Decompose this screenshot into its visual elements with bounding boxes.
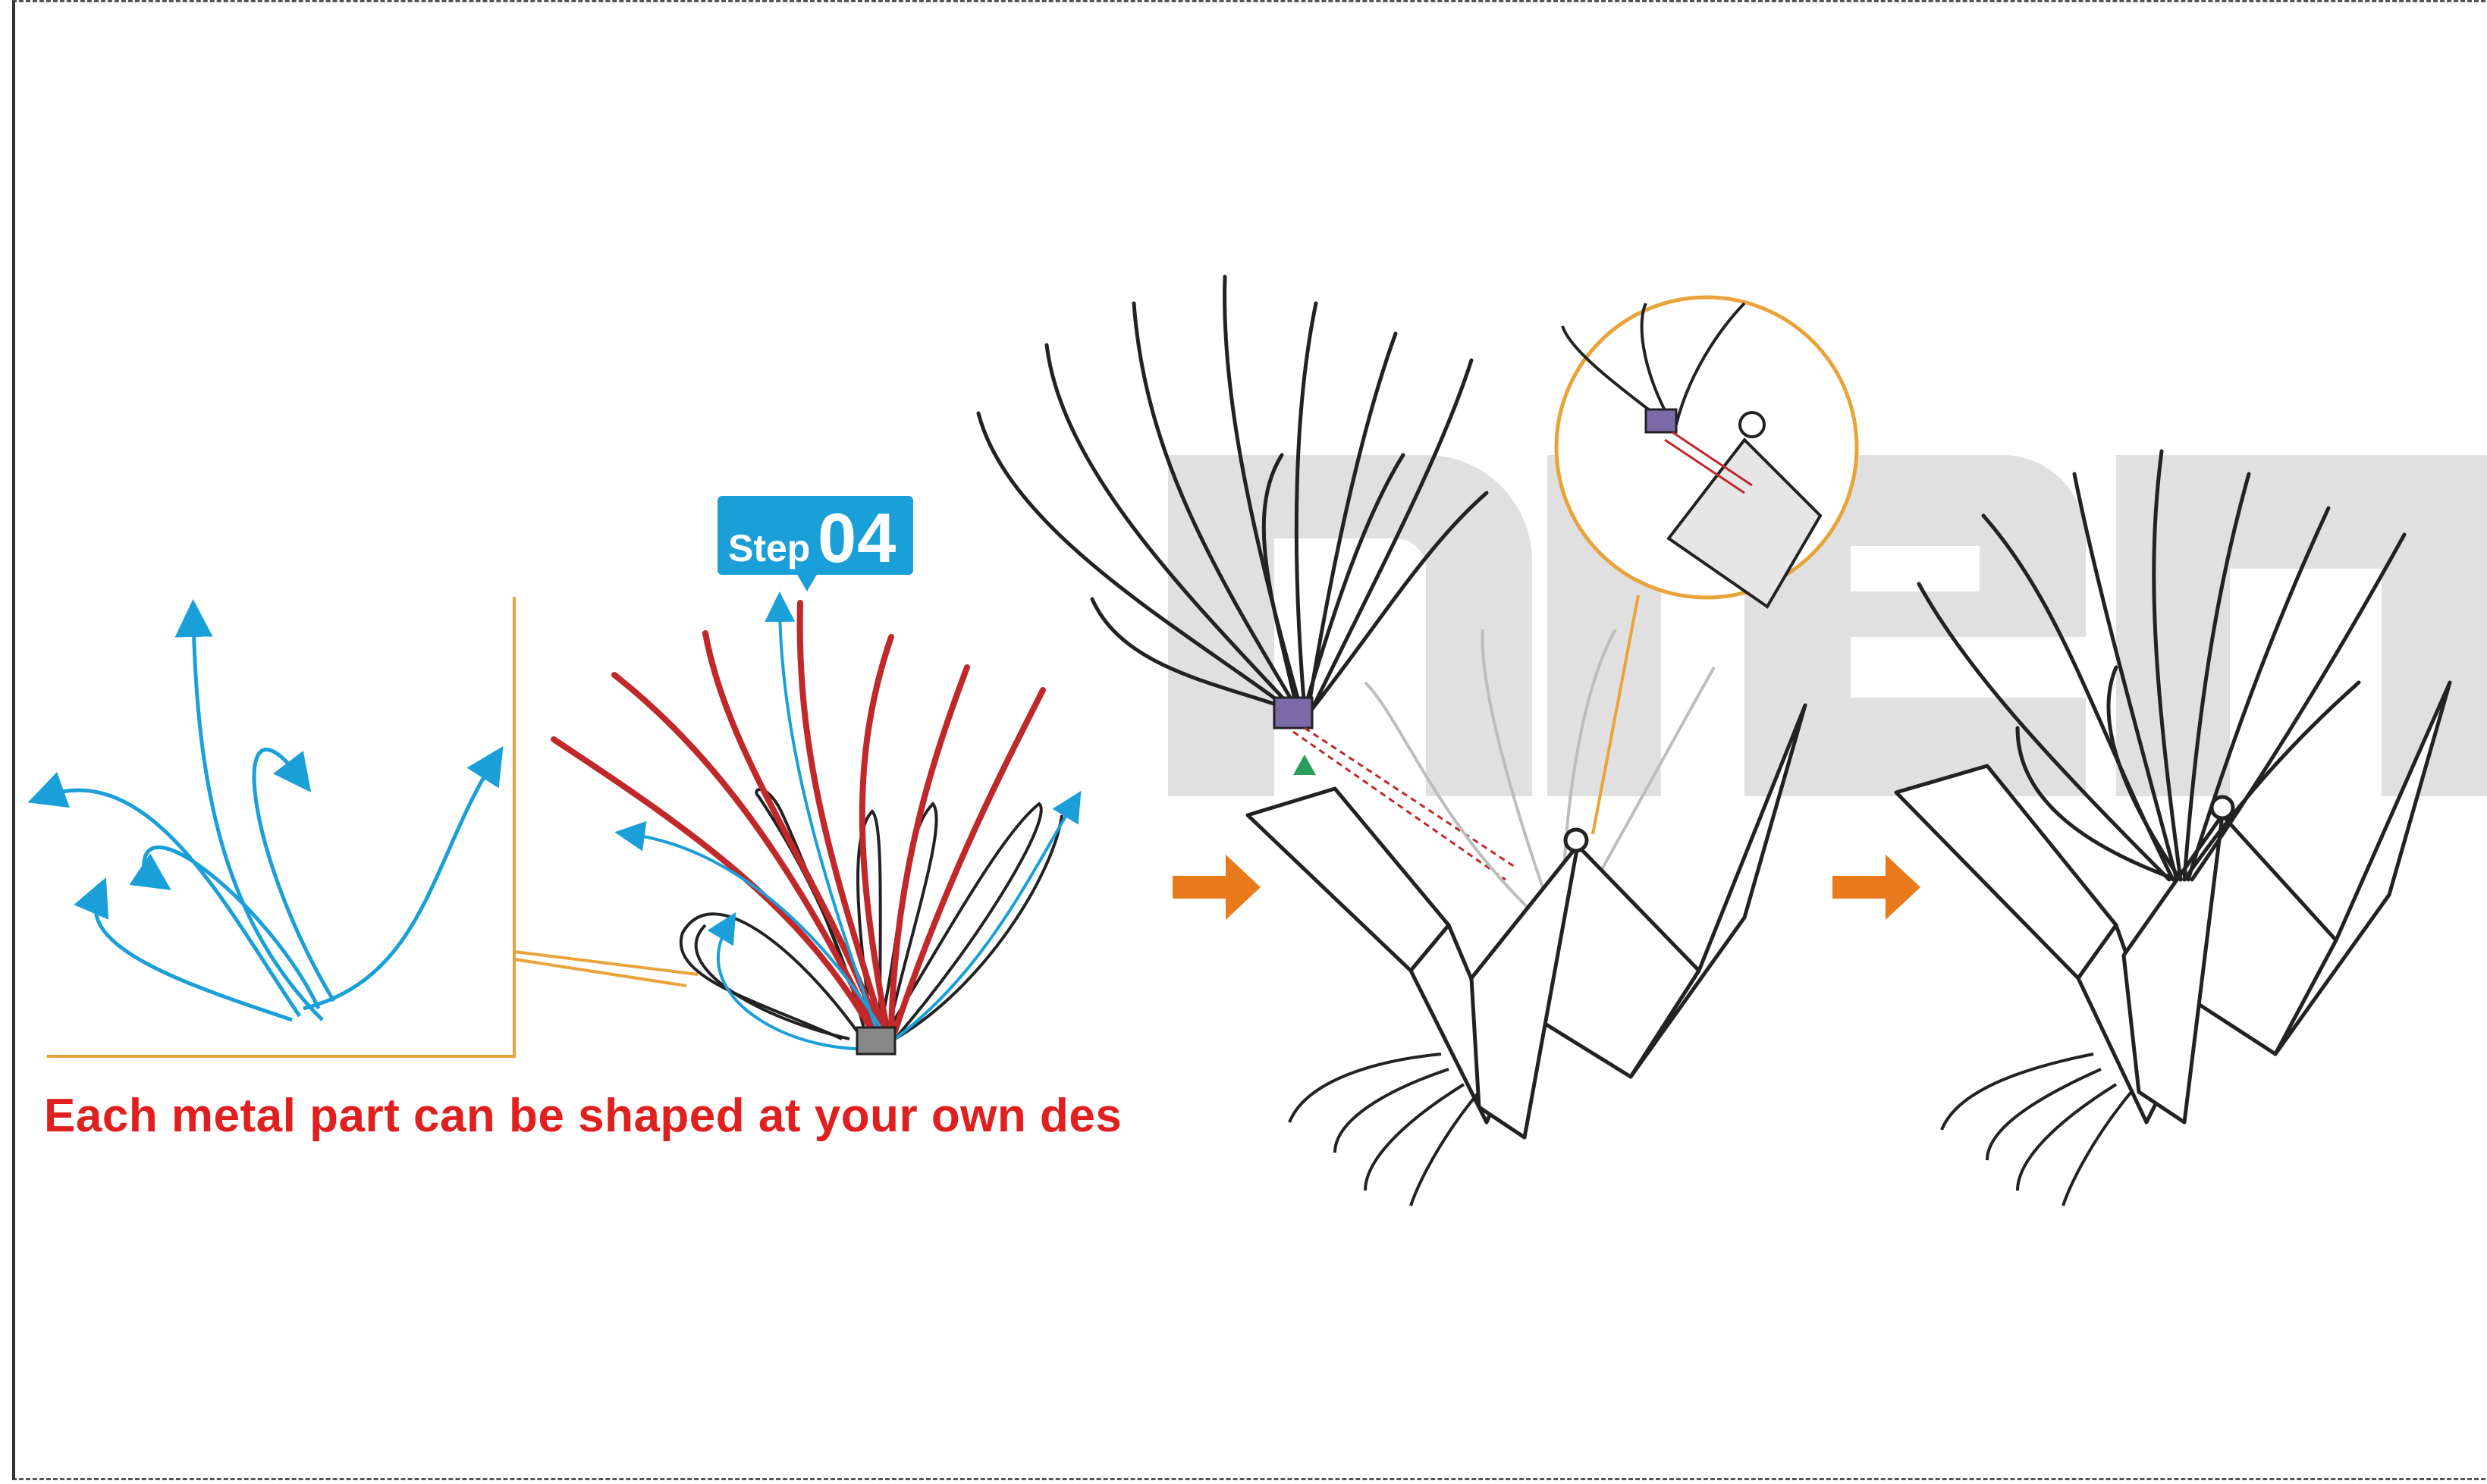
step-badge: Step 04 (718, 496, 913, 577)
curve-arrows-icon (27, 599, 504, 1022)
step-badge-pointer (796, 573, 818, 591)
flower-icon (551, 591, 1082, 1056)
magnifier-callout-icon (1554, 295, 1859, 835)
right-arrow-icon (1832, 855, 1920, 920)
page-frame (12, 0, 2487, 1480)
orange-callout-bracket (47, 597, 699, 1058)
flower-icon (976, 275, 1489, 711)
caption: Each metal part can be shaped at your ow… (44, 1090, 1123, 1142)
origami-crane-icon (1245, 703, 1807, 1140)
step-number: 04 (818, 500, 897, 577)
right-arrow-icon (1173, 855, 1261, 920)
origami-crane-icon (1894, 680, 2452, 1125)
step-word: Step (728, 527, 811, 569)
flower-icon (1917, 449, 2407, 882)
